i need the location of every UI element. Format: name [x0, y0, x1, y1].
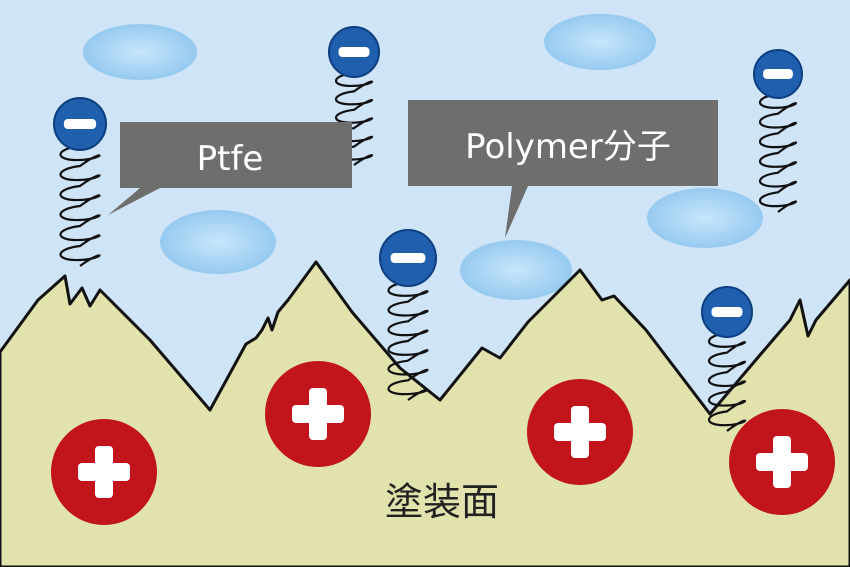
minus-symbol	[63, 119, 97, 129]
negative-molecule	[753, 49, 803, 213]
negative-molecule	[701, 286, 753, 432]
surface-label: 塗装面	[385, 480, 499, 524]
polymer-blob	[160, 210, 276, 274]
minus-symbol	[763, 69, 793, 79]
negative-molecule	[53, 97, 107, 267]
positive-charges	[51, 361, 835, 525]
positive-charge	[527, 379, 633, 485]
polymer-blob	[544, 14, 656, 70]
spring-coil	[707, 331, 746, 432]
ptfe-callout-label: Ptfe	[197, 139, 264, 179]
polymer-callout: Polymer分子	[408, 100, 718, 238]
polymer-blob	[647, 188, 763, 248]
negative-molecules	[53, 26, 803, 432]
negative-molecule	[379, 229, 437, 401]
ptfe-callout: Ptfe	[108, 122, 352, 215]
positive-charge	[729, 409, 835, 515]
spring-coil	[59, 144, 101, 267]
polymer-blob	[83, 24, 197, 80]
polymer-callout-label: Polymer分子	[465, 127, 671, 167]
minus-symbol	[390, 253, 426, 263]
positive-charge	[51, 419, 157, 525]
spring-coil	[387, 280, 429, 401]
positive-charge	[265, 361, 371, 467]
polymer-blobs	[83, 14, 763, 300]
minus-symbol	[338, 47, 370, 57]
minus-symbol	[711, 307, 743, 317]
coated-surface	[0, 260, 850, 567]
polymer-blob	[460, 240, 572, 300]
spring-coil	[758, 92, 797, 213]
